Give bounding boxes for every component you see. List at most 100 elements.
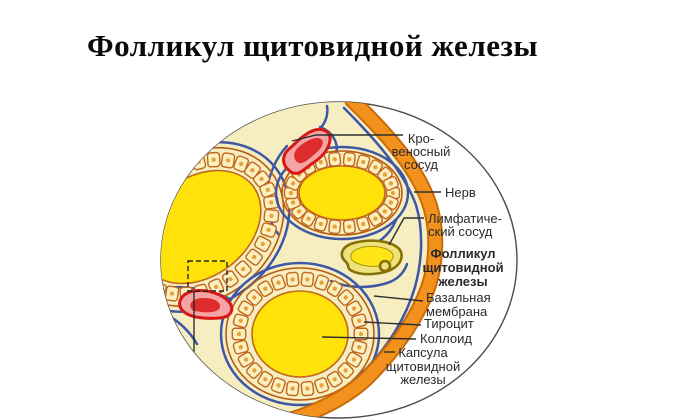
label-colloid: Коллоид — [420, 331, 472, 346]
thyrocyte-nucleus — [343, 295, 348, 300]
thyrocyte-nucleus — [169, 291, 175, 296]
thyrocyte-cell — [137, 188, 155, 206]
thyrocyte-nucleus — [319, 383, 324, 388]
thyrocyte-nucleus — [347, 224, 352, 229]
figure-title: Фолликул щитовидной железы — [87, 28, 539, 63]
label-thyroid-capsule: Капсула — [398, 345, 448, 360]
thyrocyte-nucleus — [252, 295, 257, 300]
thyrocyte-nucleus — [266, 227, 271, 233]
thyrocyte-nucleus — [135, 208, 139, 212]
thyrocyte-nucleus — [228, 276, 233, 282]
label-thyrocyte: Тироцит — [424, 316, 474, 331]
thyrocyte-nucleus — [167, 172, 172, 178]
thyrocyte-nucleus — [161, 287, 162, 293]
label-lymphatic-vessel: ский сосуд — [428, 224, 493, 239]
label-thyroid-capsule: железы — [400, 372, 445, 387]
magnified-area-box — [187, 260, 228, 292]
label-nerve: Нерв — [445, 185, 476, 200]
thyroid-capsule-band — [284, 102, 442, 418]
thyrocyte-nucleus — [145, 282, 149, 286]
lymphatic-vessel-leader-line — [388, 217, 424, 246]
thyrocyte-nucleus — [373, 216, 378, 221]
label-thyroid-follicle: щитовидной — [422, 260, 503, 275]
label-thyroid-capsule: щитовидной — [386, 359, 460, 374]
thyrocyte-nucleus — [388, 181, 394, 186]
follicle-outer-ring — [281, 150, 403, 236]
basal-membrane-line — [274, 145, 410, 241]
thyrocyte-nucleus — [305, 277, 310, 282]
label-basal-membrane: мембрана — [426, 304, 488, 319]
thyrocyte-nucleus — [130, 262, 134, 266]
thyrocyte-cell-ring — [231, 271, 369, 397]
thyrocyte-nucleus — [263, 286, 268, 291]
follicle-outer-ring — [225, 267, 375, 401]
thyrocyte-nucleus — [144, 195, 148, 199]
thyrocyte-nucleus — [260, 241, 265, 247]
membrane-line — [329, 262, 409, 289]
thyrocyte-nucleus — [276, 383, 281, 388]
thyrocyte-nucleus — [276, 280, 281, 285]
thyrocyte-nucleus — [243, 357, 249, 362]
thyrocyte-nucleus — [265, 187, 270, 193]
thyrocyte-nucleus — [361, 221, 366, 227]
thyrocyte-nucleus — [388, 200, 394, 205]
thyrocyte-nucleus — [225, 158, 231, 163]
thyrocyte-nucleus — [290, 277, 295, 282]
thyrocyte-nucleus — [305, 386, 310, 391]
thyrocyte-nucleus — [243, 306, 249, 311]
thyrocyte-nucleus — [332, 157, 337, 162]
colloid-mass — [251, 290, 349, 378]
thyrocyte-cell — [121, 231, 136, 244]
thyrocyte-nucleus — [347, 157, 352, 162]
thyrocyte-nucleus — [241, 266, 246, 272]
thyrocyte-nucleus — [306, 216, 311, 221]
basal-membrane-leader-line — [373, 295, 424, 302]
thyrocyte-cell — [121, 245, 137, 259]
thyrocyte-nucleus — [382, 209, 388, 214]
thyrocyte-nucleus — [251, 254, 257, 260]
thyrocyte-cell — [123, 216, 140, 232]
thyrocyte-nucleus — [290, 386, 295, 391]
thyrocyte-nucleus — [357, 345, 362, 350]
annotation-labels: Кро- веносный сосуд Нерв Лимфатиче- ский… — [386, 131, 504, 387]
thyrocyte-nucleus — [238, 318, 243, 323]
thyrocyte-nucleus — [332, 377, 337, 382]
label-lymphatic-vessel: Лимфатиче- — [428, 211, 502, 226]
thyrocyte-nucleus — [263, 377, 268, 382]
thyrocyte-nucleus — [236, 331, 242, 337]
label-thyroid-follicle: железы — [437, 274, 487, 289]
thyrocyte-leader-line — [363, 321, 422, 326]
thyrocyte-nucleus — [136, 273, 140, 277]
lymphatic-valve — [378, 259, 392, 273]
thyrocyte-nucleus — [382, 172, 388, 177]
blood-vessel-leader-line — [291, 134, 403, 142]
thyrocyte-cell — [129, 266, 147, 284]
thyrocyte-nucleus — [373, 165, 378, 170]
thyrocyte-nucleus — [357, 318, 362, 323]
leader-lines — [291, 134, 441, 353]
basal-membrane-line — [219, 261, 381, 407]
thyrocyte-nucleus — [211, 157, 216, 162]
tissue-section — [121, 102, 444, 418]
thyrocyte-nucleus — [213, 284, 219, 289]
thyrocyte-nucleus — [269, 200, 274, 205]
thyrocyte-nucleus — [361, 159, 366, 165]
thyrocyte-cell — [161, 166, 179, 184]
label-blood-vessel: веносный — [392, 144, 451, 159]
thyrocyte-nucleus — [319, 280, 324, 285]
thyrocyte-nucleus — [288, 190, 294, 196]
thyrocyte-nucleus — [238, 161, 244, 167]
thyrocyte-nucleus — [318, 159, 323, 165]
magnify-arrow-head — [189, 379, 199, 389]
thyrocyte-nucleus — [250, 168, 255, 173]
blood-vessel-lumen — [294, 137, 323, 164]
thyrocyte-nucleus — [127, 249, 131, 253]
thyrocyte-nucleus — [351, 306, 357, 311]
blood-vessel-lumen — [190, 298, 221, 313]
thyrocyte-nucleus — [290, 200, 296, 205]
colloid-leader-line — [321, 336, 417, 340]
lymphatic-vessel — [340, 239, 403, 276]
label-basal-membrane: Базальная — [426, 290, 491, 305]
thyrocyte-nucleus — [252, 368, 257, 373]
